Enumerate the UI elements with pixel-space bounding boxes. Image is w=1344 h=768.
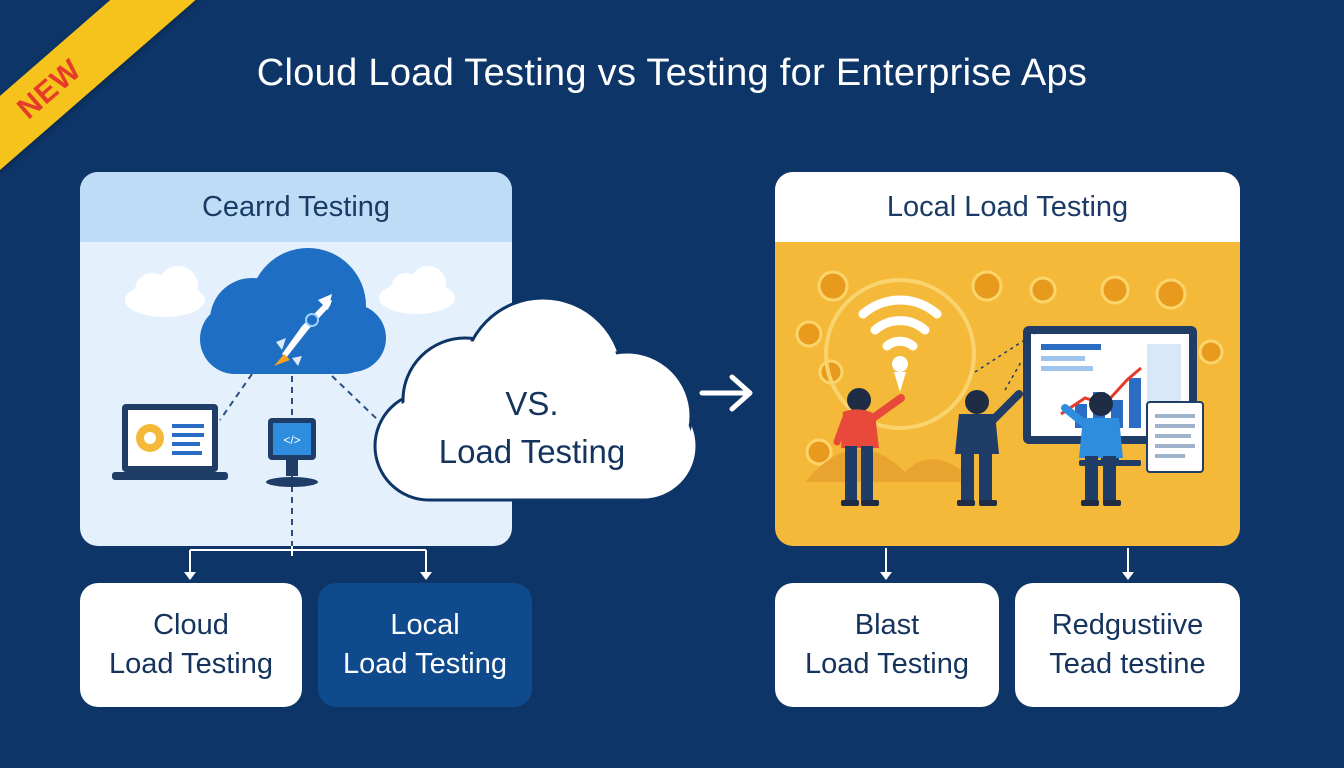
cloud-icon [200,248,386,374]
card-line-2: Tead testine [1049,648,1206,680]
vs-line-1: VS. [505,385,559,422]
vs-line-2: Load Testing [438,433,626,470]
svg-text:</>: </> [283,433,300,447]
person-icon [833,388,905,506]
card-line-1: Blast [854,609,920,641]
small-cloud-icon [379,266,455,314]
cloud-testing-illustration: </> [112,248,455,546]
blast-load-testing-card: Blast Load Testing [775,583,999,707]
local-load-testing-card: Local Load Testing [318,583,532,707]
small-cloud-icon [125,266,205,317]
card-line-2: Load Testing [109,648,273,680]
signal-ring [824,278,976,430]
left-panel-header: Cearrd Testing [80,172,512,242]
rocket-icon [274,294,332,366]
vs-label: VS. Load Testing [402,380,662,476]
person-icon [1061,392,1123,506]
device-icon: </> [266,418,318,487]
card-line-1: Cloud [153,609,229,641]
team-illustration [795,270,1224,506]
monitor-icon [1023,326,1197,466]
cloud-load-testing-card: Cloud Load Testing [80,583,302,707]
laptop-icon [112,404,228,480]
wifi-icon [858,295,942,351]
page-title: Cloud Load Testing vs Testing for Enterp… [256,52,1088,94]
regressive-testing-card: Redgustiive Tead testine [1015,583,1240,707]
vs-cloud-bubble [373,296,699,502]
card-line-1: Local [390,609,460,641]
document-icon [1146,401,1204,473]
card-line-2: Load Testing [343,648,507,680]
person-icon [955,390,1023,506]
local-load-testing-panel: Local Load Testing [775,172,1240,546]
right-panel-header: Local Load Testing [775,172,1240,242]
card-line-1: Redgustiive [1051,609,1204,641]
arrow-right-icon [699,374,753,412]
card-line-2: Load Testing [805,648,969,680]
